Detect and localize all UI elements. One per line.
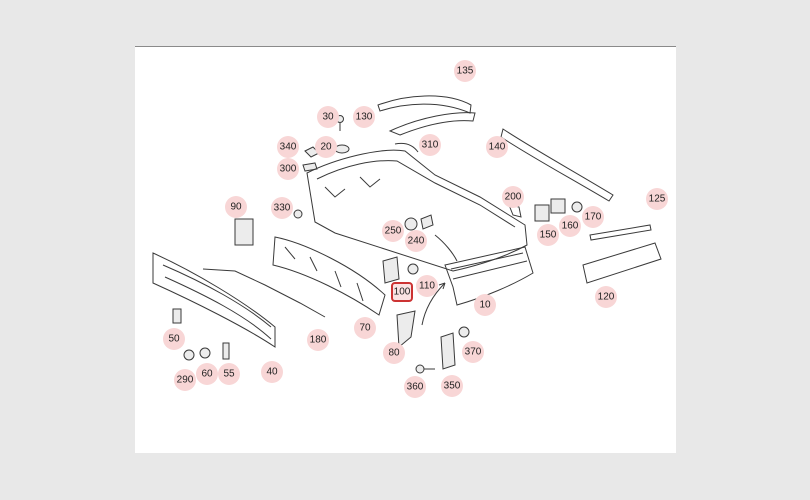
part-140-strip [500, 128, 614, 202]
callout-100-selected[interactable]: 100 [391, 282, 413, 302]
callout-90[interactable]: 90 [225, 196, 247, 218]
callout-310[interactable]: 310 [419, 134, 441, 156]
callout-200[interactable]: 200 [502, 186, 524, 208]
callout-125[interactable]: 125 [646, 188, 668, 210]
bumper-exploded-diagram: 135 130 30 140 20 310 340 300 200 125 33… [152, 60, 668, 398]
part-170-bracket [571, 201, 583, 213]
callout-50[interactable]: 50 [163, 328, 185, 350]
part-125-moulding [589, 224, 652, 241]
assembly-arrow [421, 234, 458, 326]
svg-text:200: 200 [505, 192, 522, 203]
callout-140[interactable]: 140 [486, 136, 508, 158]
svg-text:250: 250 [385, 226, 402, 237]
part-40-crossmember [152, 252, 276, 348]
callout-290[interactable]: 290 [174, 369, 196, 391]
callout-170[interactable]: 170 [582, 206, 604, 228]
svg-text:360: 360 [407, 382, 424, 393]
callout-180[interactable]: 180 [307, 329, 329, 351]
svg-text:160: 160 [562, 221, 579, 232]
callout-60[interactable]: 60 [196, 363, 218, 385]
part-100-bracket [382, 256, 400, 284]
callout-135[interactable]: 135 [454, 60, 476, 82]
part-150-bracket [534, 204, 550, 222]
callout-110[interactable]: 110 [416, 275, 438, 297]
part-rear-bumper-cover-upper [306, 149, 528, 272]
part-10-bumper-cover [444, 246, 534, 306]
callout-30[interactable]: 30 [317, 106, 339, 128]
svg-text:120: 120 [598, 292, 615, 303]
part-90-bracket [234, 218, 254, 246]
svg-text:290: 290 [177, 375, 194, 386]
part-180-wire [202, 268, 326, 318]
callout-300[interactable]: 300 [277, 158, 299, 180]
svg-text:80: 80 [388, 348, 400, 359]
callout-20[interactable]: 20 [315, 136, 337, 158]
part-300-clip [302, 162, 318, 172]
part-250-nut [404, 217, 418, 231]
svg-text:60: 60 [201, 369, 213, 380]
svg-text:330: 330 [274, 203, 291, 214]
svg-text:40: 40 [266, 367, 278, 378]
svg-text:125: 125 [649, 194, 666, 205]
svg-text:20: 20 [320, 142, 332, 153]
part-110-nut [407, 263, 419, 275]
svg-text:135: 135 [457, 66, 474, 77]
part-55-clip [222, 342, 230, 360]
part-80-guide [396, 310, 416, 349]
svg-text:10: 10 [479, 300, 491, 311]
svg-text:130: 130 [356, 112, 373, 123]
callout-340[interactable]: 340 [277, 136, 299, 158]
svg-text:30: 30 [322, 112, 334, 123]
parts-diagram-sheet: 135 130 30 140 20 310 340 300 200 125 33… [135, 46, 676, 453]
part-70-impact-absorber [272, 236, 386, 316]
callout-130[interactable]: 130 [353, 106, 375, 128]
callout-160[interactable]: 160 [559, 215, 581, 237]
svg-text:70: 70 [359, 323, 371, 334]
svg-text:90: 90 [230, 202, 242, 213]
callout-330[interactable]: 330 [271, 197, 293, 219]
svg-text:340: 340 [280, 142, 297, 153]
part-350-bracket [440, 332, 456, 370]
part-370-nut [458, 326, 470, 338]
svg-text:55: 55 [223, 369, 235, 380]
svg-text:370: 370 [465, 347, 482, 358]
svg-text:150: 150 [540, 230, 557, 241]
svg-text:350: 350 [444, 381, 461, 392]
part-135-trim-strip [377, 95, 472, 114]
callout-70[interactable]: 70 [354, 317, 376, 339]
part-20-nut [334, 144, 350, 154]
part-120-moulding [582, 242, 662, 284]
callout-40[interactable]: 40 [261, 361, 283, 383]
svg-text:100: 100 [394, 287, 411, 298]
callout-370[interactable]: 370 [462, 341, 484, 363]
part-310-bracket [394, 142, 419, 153]
part-130-strip [388, 112, 476, 136]
svg-text:310: 310 [422, 140, 439, 151]
callout-120[interactable]: 120 [595, 286, 617, 308]
callout-55[interactable]: 55 [218, 363, 240, 385]
callout-80[interactable]: 80 [383, 342, 405, 364]
callout-10[interactable]: 10 [474, 294, 496, 316]
svg-text:240: 240 [408, 236, 425, 247]
svg-text:180: 180 [310, 335, 327, 346]
svg-text:140: 140 [489, 142, 506, 153]
svg-text:110: 110 [419, 281, 435, 292]
svg-text:300: 300 [280, 164, 297, 175]
callout-240[interactable]: 240 [405, 230, 427, 252]
svg-text:170: 170 [585, 212, 602, 223]
part-160-bracket [550, 198, 566, 214]
part-360-screw [415, 364, 435, 374]
part-290-nut [183, 349, 195, 361]
callout-150[interactable]: 150 [537, 224, 559, 246]
part-60-nut [199, 347, 211, 359]
part-50-clip [172, 308, 182, 324]
svg-text:50: 50 [168, 334, 180, 345]
callout-250[interactable]: 250 [382, 220, 404, 242]
callout-350[interactable]: 350 [441, 375, 463, 397]
part-240-clip [420, 214, 434, 230]
part-330-bolt [293, 209, 303, 219]
callout-360[interactable]: 360 [404, 376, 426, 398]
